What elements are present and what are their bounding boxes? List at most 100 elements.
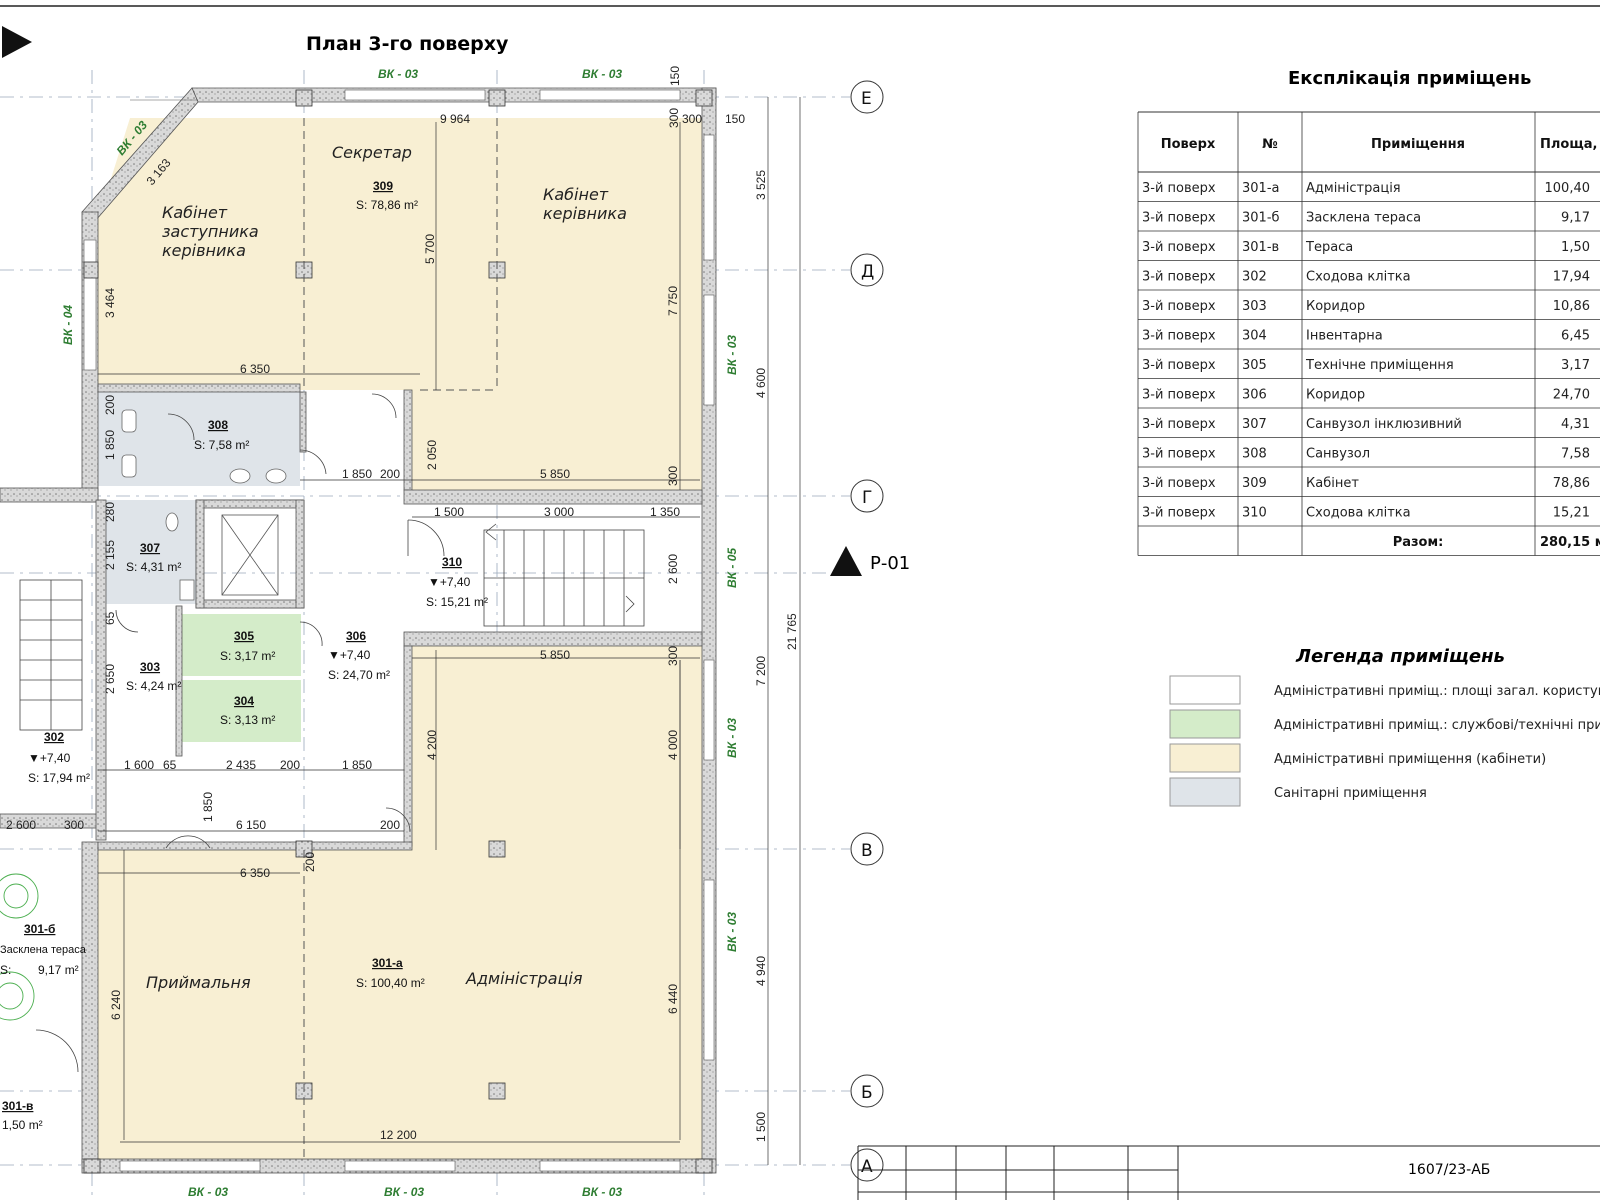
dim-5850-a: 5 850	[540, 467, 570, 481]
dim-12200: 12 200	[380, 1128, 417, 1142]
axis-bubble-a	[850, 1148, 884, 1182]
dim-1850-a: 1 850	[103, 430, 117, 460]
room-301a-number: 301-а	[372, 956, 403, 970]
dim-9964: 9 964	[440, 112, 470, 126]
table-cell-area: 9,17	[1561, 211, 1590, 226]
room-304-number: 304	[234, 694, 254, 708]
room-303-number: 303	[140, 660, 160, 674]
table-cell-number: 301-б	[1242, 211, 1280, 226]
room-305-number: 305	[234, 629, 254, 643]
view-direction-arrow-icon	[2, 26, 32, 58]
room-310-number: 310	[442, 555, 462, 569]
dim-300-top-a: 300	[667, 108, 681, 128]
room-304-fill	[181, 680, 301, 742]
table-cell-area: 17,94	[1553, 270, 1590, 285]
axis-label-e: Е	[861, 89, 872, 109]
room-309-number: 309	[373, 179, 393, 193]
room-309-left-line2: заступника	[162, 222, 259, 241]
table-cell-floor: 3-й поверх	[1142, 181, 1216, 196]
room-301v-area: 1,50 m²	[2, 1118, 43, 1132]
room-306-number: 306	[346, 629, 366, 643]
table-cell-floor: 3-й поверх	[1142, 240, 1216, 255]
dim-200-a: 200	[103, 395, 117, 415]
table-cell-number: 306	[1242, 388, 1267, 403]
table-cell-floor: 3-й поверх	[1142, 506, 1216, 521]
room-301a-upper-fill	[410, 645, 702, 849]
table-cell-number: 308	[1242, 447, 1267, 462]
dimension-lines	[98, 97, 801, 1165]
table-cell-number: 301-в	[1242, 240, 1279, 255]
dim-150-right: 150	[725, 112, 745, 126]
table-cell-room: Тераса	[1305, 240, 1353, 255]
legend-item: Адміністративні приміщення (кабінети)	[1169, 743, 1546, 773]
axis-bubble-e	[850, 80, 884, 114]
dim-6240: 6 240	[109, 990, 123, 1020]
legend-swatch	[1169, 675, 1241, 705]
bk-label-right-2: ВК - 05	[725, 548, 739, 588]
table-cell-area: 15,21	[1553, 506, 1590, 521]
table-cell-area: 10,86	[1553, 299, 1590, 314]
dim-2650: 2 650	[103, 664, 117, 694]
table-cell-floor: 3-й поверх	[1142, 299, 1216, 314]
table-cell-number: 310	[1242, 506, 1267, 521]
dim-65-b: 65	[163, 758, 177, 772]
table-cell-number: 304	[1242, 329, 1267, 344]
table-header: Площа, м²	[1540, 137, 1600, 152]
legend-label: Адміністративні приміщ.: площі загал. ко…	[1274, 684, 1600, 699]
room-303-area: S: 4,24 m²	[126, 679, 181, 693]
room-310-level: ▼+7,40	[428, 575, 471, 589]
legend-item: Адміністративні приміщ.: площі загал. ко…	[1169, 675, 1600, 705]
dim-4000: 4 000	[666, 730, 680, 760]
room-307-area: S: 4,31 m²	[126, 560, 181, 574]
legend-label: Адміністративні приміщення (кабінети)	[1274, 752, 1546, 767]
room-309-right-line1: Кабінет	[543, 185, 609, 204]
table-cell-area: 1,50	[1561, 240, 1590, 255]
table-cell-room: Технічне приміщення	[1305, 358, 1454, 373]
dim-7200: 7 200	[754, 656, 768, 686]
dim-3000: 3 000	[544, 505, 574, 519]
table-total-label: Разом:	[1393, 535, 1444, 550]
dim-2155: 2 155	[103, 540, 117, 570]
dim-200-b: 200	[380, 467, 400, 481]
bk-label-right-1: ВК - 03	[725, 335, 739, 375]
room-301a-fill	[98, 845, 702, 1159]
axis-label-d: Д	[861, 262, 874, 282]
room-301v-number: 301-в	[2, 1099, 33, 1113]
dim-4940: 4 940	[754, 956, 768, 986]
axis-label-b: Б	[861, 1083, 873, 1103]
table-cell-area: 4,31	[1561, 417, 1590, 432]
dim-5700: 5 700	[423, 234, 437, 264]
table-header: Приміщення	[1371, 137, 1465, 152]
table-cell-floor: 3-й поверх	[1142, 329, 1216, 344]
table-cell-area: 78,86	[1553, 476, 1590, 491]
room-305-area: S: 3,17 m²	[220, 649, 275, 663]
room-308-number: 308	[208, 418, 228, 432]
room-304-area: S: 3,13 m²	[220, 713, 275, 727]
room-307-number: 307	[140, 541, 160, 555]
bk-label-right-3: ВК - 03	[725, 718, 739, 758]
table-row: 3-й поверх 301-в Тераса 1,50	[1142, 240, 1590, 255]
room-302-level: ▼+7,40	[28, 751, 71, 765]
legend-swatch	[1169, 743, 1241, 773]
legend-title: Легенда приміщень	[1295, 646, 1505, 667]
room-309-left-line1: Кабінет	[162, 203, 228, 222]
dim-5850-b: 5 850	[540, 648, 570, 662]
dim-4200: 4 200	[425, 730, 439, 760]
table-cell-number: 307	[1242, 417, 1267, 432]
explication-title: Експлікація приміщень	[1288, 68, 1531, 89]
axis-label-a: А	[861, 1157, 873, 1177]
room-fills	[98, 118, 702, 1159]
bk-label-top-1: ВК - 03	[378, 67, 418, 81]
dim-200-e: 200	[303, 852, 317, 872]
dim-21765: 21 765	[785, 613, 799, 650]
axis-bubble-v	[850, 832, 884, 866]
title-block	[857, 1145, 1600, 1200]
table-cell-room: Інвентарна	[1306, 329, 1383, 344]
